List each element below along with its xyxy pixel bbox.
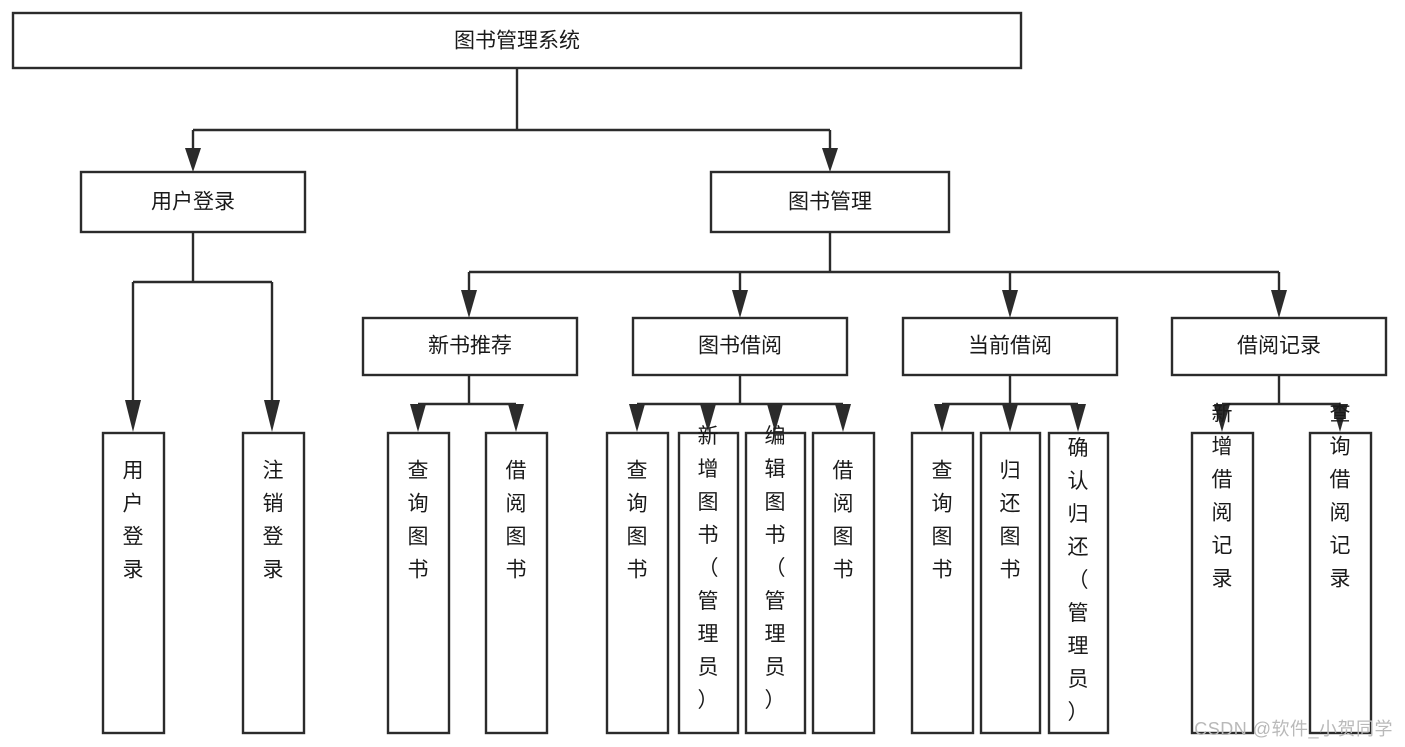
node-book-management-box <box>709 170 951 234</box>
node-new-book-recommend-box <box>361 316 579 377</box>
node-book-borrow[interactable]: 图书借阅 <box>631 316 849 377</box>
arrow-head-leaf-borrow-book-2 <box>835 404 851 432</box>
connector-group-current-borrow-to-leaves <box>934 375 1086 432</box>
node-leaf-edit-book-admin[interactable]: 编辑图书（管理员） <box>744 425 807 735</box>
arrow-head-book-manage <box>822 148 838 172</box>
node-user-login-box <box>79 170 307 234</box>
connector-group-borrow-records-to-leaves <box>1214 375 1348 432</box>
node-leaf-add-book-admin-label: 新增图书（管理员） <box>698 425 719 712</box>
node-leaf-query-book-current-box <box>910 431 975 735</box>
node-leaf-user-login-label: 用户登录 <box>123 460 144 582</box>
arrow-head-leaf-query-book-3 <box>934 404 950 432</box>
arrow-head-leaf-query-book-2 <box>629 404 645 432</box>
node-leaf-query-book-borrow[interactable]: 查询图书 <box>605 431 670 735</box>
node-leaf-logout-box <box>241 431 306 735</box>
connector-group-root-to-level2 <box>185 68 838 172</box>
node-root-system-label: 图书管理系统 <box>454 30 580 53</box>
node-current-borrow-label: 当前借阅 <box>968 335 1052 358</box>
arrow-head-book-borrow <box>732 290 748 318</box>
connector-group-new-book-to-leaves <box>410 375 524 432</box>
node-leaf-return-book-box <box>979 431 1042 735</box>
node-leaf-logout-label: 注销登录 <box>263 460 284 582</box>
node-leaf-query-book-recommend-box <box>386 431 451 735</box>
arrow-head-leaf-query-record <box>1332 404 1348 432</box>
node-leaf-user-login-box <box>101 431 166 735</box>
node-leaf-query-book-current-label: 查询图书 <box>932 460 953 582</box>
node-leaf-edit-book-admin-box <box>744 431 807 735</box>
node-leaf-query-book-recommend[interactable]: 查询图书 <box>386 431 451 735</box>
node-borrow-records-box <box>1170 316 1388 377</box>
node-leaf-user-login[interactable]: 用户登录 <box>101 431 166 735</box>
arrow-head-leaf-user-login <box>125 400 141 432</box>
connector-group-user-login-to-leaves <box>125 232 280 432</box>
arrow-head-leaf-logout <box>264 400 280 432</box>
arrow-head-leaf-add-book <box>700 404 716 432</box>
node-borrow-records[interactable]: 借阅记录 <box>1170 316 1388 377</box>
node-current-borrow-box <box>901 316 1119 377</box>
node-new-book-recommend-label: 新书推荐 <box>428 335 512 358</box>
node-user-login[interactable]: 用户登录 <box>79 170 307 234</box>
node-leaf-query-book-recommend-label: 查询图书 <box>408 460 429 582</box>
node-leaf-borrow-book-borrow[interactable]: 借阅图书 <box>811 431 876 735</box>
node-leaf-query-borrow-record-label: 查询借阅记录 <box>1330 403 1351 591</box>
node-borrow-records-label: 借阅记录 <box>1237 335 1321 358</box>
arrow-head-leaf-edit-book <box>767 404 783 432</box>
arrow-head-user-login <box>185 148 201 172</box>
node-book-management-label: 图书管理 <box>788 191 872 214</box>
node-leaf-confirm-return-admin[interactable]: 确认归还（管理员） <box>1047 431 1110 735</box>
node-leaf-edit-book-admin-label: 编辑图书（管理员） <box>765 425 786 712</box>
arrow-head-borrow-records <box>1271 290 1287 318</box>
node-book-management[interactable]: 图书管理 <box>709 170 951 234</box>
node-user-login-label: 用户登录 <box>151 191 235 214</box>
arrow-head-current-borrow <box>1002 290 1018 318</box>
node-root-system[interactable]: 图书管理系统 <box>11 11 1023 70</box>
node-leaf-borrow-book-borrow-box <box>811 431 876 735</box>
arrow-head-leaf-query-book-1 <box>410 404 426 432</box>
arrow-head-leaf-borrow-book-1 <box>508 404 524 432</box>
arrow-head-leaf-add-record <box>1214 404 1230 432</box>
node-leaf-borrow-book-recommend-box <box>484 431 549 735</box>
node-leaf-return-book-label: 归还图书 <box>1000 460 1021 582</box>
arrow-head-leaf-return-book <box>1002 404 1018 432</box>
node-leaf-confirm-return-admin-label: 确认归还（管理员） <box>1068 437 1089 724</box>
node-leaf-add-borrow-record-box <box>1190 431 1255 735</box>
node-leaf-confirm-return-admin-box <box>1047 431 1110 735</box>
connector-group-book-manage-to-level3 <box>461 232 1287 318</box>
node-root-system-box <box>11 11 1023 70</box>
node-book-borrow-label: 图书借阅 <box>698 335 782 358</box>
node-leaf-add-borrow-record[interactable]: 新增借阅记录 <box>1190 403 1255 735</box>
node-leaf-query-book-current[interactable]: 查询图书 <box>910 431 975 735</box>
node-leaf-borrow-book-recommend-label: 借阅图书 <box>506 460 527 582</box>
node-book-borrow-box <box>631 316 849 377</box>
node-leaf-return-book[interactable]: 归还图书 <box>979 431 1042 735</box>
node-leaf-borrow-book-borrow-label: 借阅图书 <box>833 460 854 582</box>
node-leaf-query-borrow-record[interactable]: 查询借阅记录 <box>1308 403 1373 735</box>
node-leaf-add-book-admin-box <box>677 431 740 735</box>
node-leaf-add-borrow-record-label: 新增借阅记录 <box>1212 403 1233 591</box>
arrow-head-leaf-confirm-return <box>1070 404 1086 432</box>
node-leaf-query-book-borrow-box <box>605 431 670 735</box>
node-new-book-recommend[interactable]: 新书推荐 <box>361 316 579 377</box>
node-leaf-query-book-borrow-label: 查询图书 <box>627 460 648 582</box>
node-leaf-add-book-admin[interactable]: 新增图书（管理员） <box>677 425 740 735</box>
node-leaf-query-borrow-record-box <box>1308 431 1373 735</box>
node-leaf-logout[interactable]: 注销登录 <box>241 431 306 735</box>
node-current-borrow[interactable]: 当前借阅 <box>901 316 1119 377</box>
node-leaf-borrow-book-recommend[interactable]: 借阅图书 <box>484 431 549 735</box>
connector-group-book-borrow-to-leaves <box>629 375 851 432</box>
arrow-head-new-book <box>461 290 477 318</box>
